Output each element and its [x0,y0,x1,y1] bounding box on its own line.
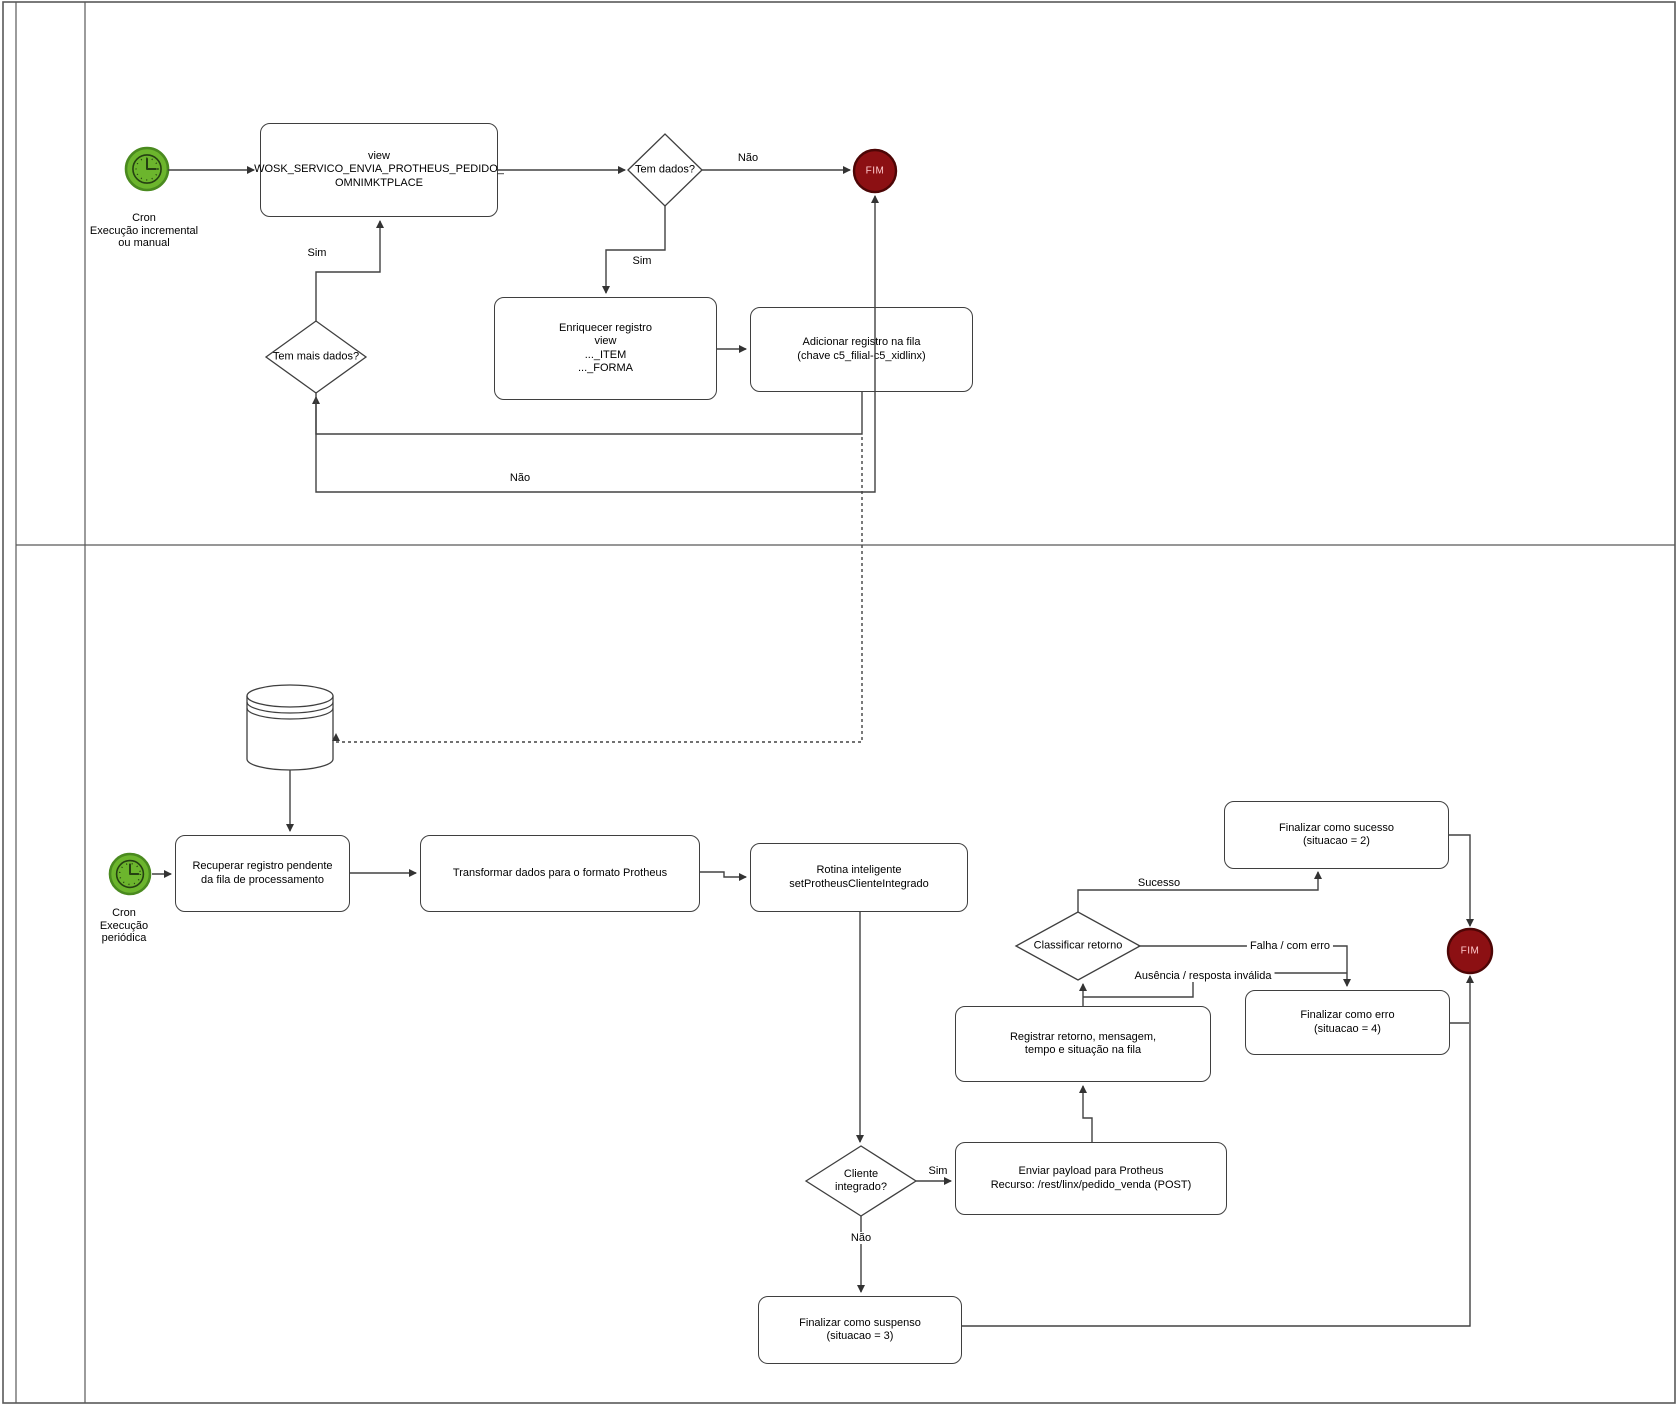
task-label-line: Transformar dados para o formato Protheu… [452,866,668,879]
task-label-line: Finalizar como erro [1300,1009,1395,1021]
task-label-line: Rotina inteligente [816,864,902,876]
caption-line: ou manual [118,237,170,249]
end-event-icon [1446,927,1494,975]
task-label-line: (situacao = 3) [826,1330,894,1342]
caption-line: periódica [101,932,147,944]
task-label-line: ..._ITEM [584,348,627,361]
task-label-line: Enviar payload para Protheus [1018,1165,1164,1177]
task-label-line: Enriquecer registro [559,321,652,334]
database-cylinder-icon [246,684,334,771]
decision-label-line: Cliente [843,1168,879,1180]
task-label-line: view [594,335,617,347]
decision-label-line: Tem mais dados? [272,350,360,363]
task-transformar: Transformar dados para o formato Protheu… [420,835,700,912]
caption-line: Execução [99,919,149,932]
edge-label-falha: Falha / com erro [1246,940,1334,952]
caption-line: Cron [132,212,156,224]
task-label-line: tempo e situação na fila [1024,1044,1142,1056]
task-label-line: Recuperar registro pendente [192,860,333,872]
decision-label-classificar-retorno: Classificar retorno [1034,940,1123,953]
edge-label-sucesso: Sucesso [1134,877,1184,889]
end-event-label: FIM [1460,945,1480,957]
edge-label-sim3: Sim [925,1165,951,1177]
task-label-line: (situacao = 2) [1303,835,1370,847]
edge-label-sim2: Sim [304,247,330,259]
task-registrar: Registrar retorno, mensagem,tempo e situ… [955,1006,1211,1082]
task-label-line: Recurso: /rest/linx/pedido_venda (POST) [990,1178,1192,1191]
edge-label-ausencia: Ausência / resposta inválida [1131,970,1275,982]
task-label-line: Finalizar como suspenso [799,1316,921,1329]
task-finalizar-suspenso: Finalizar como suspenso(situacao = 3) [758,1296,962,1364]
end-event-icon [852,148,898,194]
decision-label-tem-dados: Tem dados? [635,164,695,177]
task-label-line: WOSK_SERVICO_ENVIA_PROTHEUS_PEDIDO_ [254,163,504,176]
task-label-line: Registrar retorno, mensagem, [1009,1030,1157,1043]
task-finalizar-sucesso: Finalizar como sucesso(situacao = 2) [1224,801,1449,869]
decision-label-line: integrado? [835,1181,887,1193]
task-label-line: setProtheusClienteIntegrado [789,877,929,890]
caption-line: Cron [112,907,136,919]
decision-label-line: Tem dados? [635,163,695,176]
task-finalizar-erro: Finalizar como erro(situacao = 4) [1245,990,1450,1055]
timer-start-icon [124,146,170,192]
task-label-line: Adicionar registro na fila [802,336,921,348]
task-label-line: Finalizar como sucesso [1279,821,1394,834]
task-label-line: view [367,149,390,162]
edge-label-nao3: Não [847,1232,875,1244]
task-label-line: (chave c5_filial-c5_xidlinx) [797,349,926,362]
task-label-line: ..._FORMA [577,362,633,374]
task-label-line: OMNIMKTPLACE [334,176,423,189]
decision-label-tem-mais-dados: Tem mais dados? [273,351,359,364]
task-label-line: da fila de processamento [201,873,324,886]
edge-label-nao2: Não [506,472,534,484]
decision-label-line: Classificar retorno [1033,939,1123,952]
edge-label-nao1: Não [734,152,762,164]
task-adicionar: Adicionar registro na fila(chave c5_fili… [750,307,973,392]
task-label-line: (situacao = 4) [1314,1022,1381,1035]
timer-start-icon [108,852,152,896]
end-event-label: FIM [865,165,885,177]
caption-line: Execução incremental [89,224,199,237]
edge-label-sim1: Sim [629,255,655,267]
